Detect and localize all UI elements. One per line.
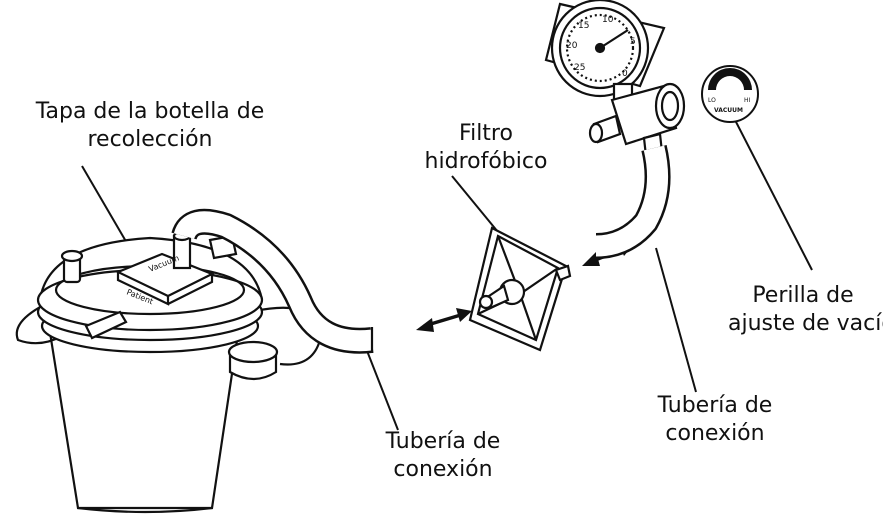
label-hydrophobic-filter: Filtro hidrofóbico <box>424 121 548 174</box>
hydrophobic-filter <box>468 226 572 352</box>
label-tubing-left: Tubería de conexión <box>385 429 501 482</box>
knob-lo-label: LO <box>708 97 716 104</box>
leader-line-knob <box>733 117 813 271</box>
gauge-tick-0: 0 <box>622 69 628 79</box>
label-tubing-right: Tubería de conexión <box>657 393 773 446</box>
leader-line-filter <box>451 175 499 233</box>
vacuum-knob: LO HI VACUUM <box>701 65 759 123</box>
vacuum-gauge <box>544 0 686 158</box>
leader-line-tubing-right <box>655 247 697 393</box>
knob-hi-label: HI <box>744 97 751 104</box>
gauge-tick-20: 20 <box>566 41 578 51</box>
gauge-tick-10: 10 <box>602 15 614 25</box>
gauge-tick-5: 5 <box>630 37 636 47</box>
label-collection-lid: Tapa de la botella de recolección <box>35 99 265 152</box>
label-vacuum-knob: Perilla de ajuste de vacío <box>728 283 883 336</box>
gauge-tick-15: 15 <box>578 21 589 31</box>
knob-caption: VACUUM <box>714 107 743 114</box>
gauge-tick-25: 25 <box>574 63 585 73</box>
collection-bottle <box>15 230 322 514</box>
arrow-left-double <box>416 308 472 332</box>
gauge-scale: 0 5 10 15 20 25 <box>566 15 636 79</box>
